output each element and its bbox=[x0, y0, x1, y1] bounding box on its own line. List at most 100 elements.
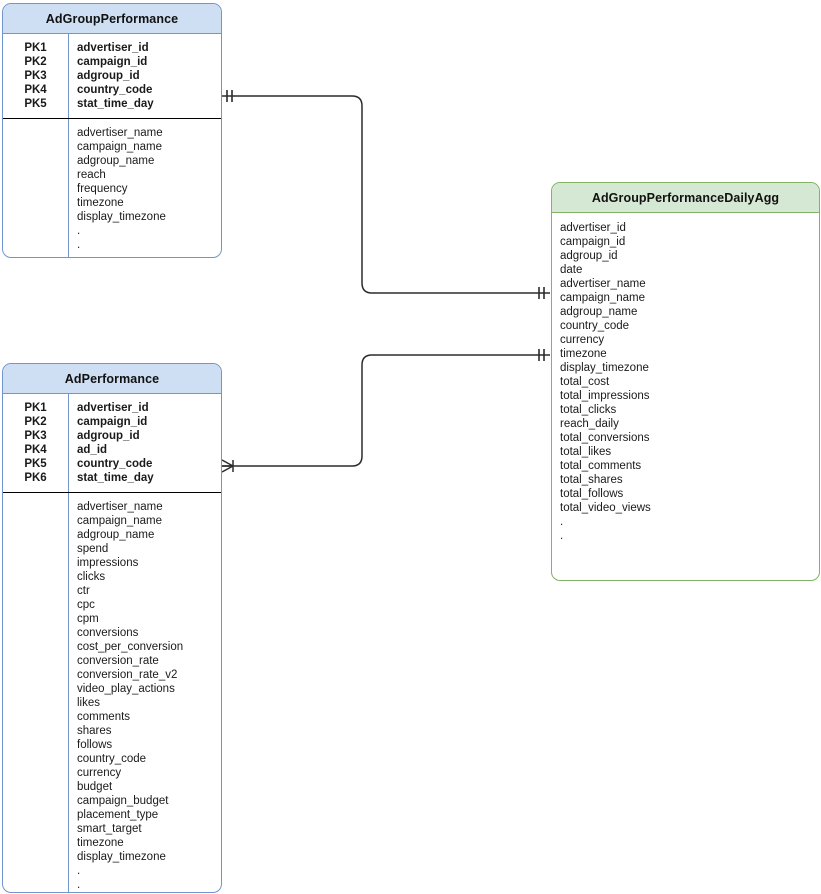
pk-field: country_code bbox=[77, 84, 153, 96]
attribute-field: conversion_rate bbox=[77, 655, 159, 667]
entity-adgroup-performance[interactable]: AdGroupPerformance PK1 PK2 PK3 PK4 PK5 a… bbox=[2, 3, 222, 258]
attribute-field: advertiser_id bbox=[560, 222, 626, 234]
pk-label: PK4 bbox=[24, 444, 47, 456]
attribute-field: clicks bbox=[77, 571, 106, 583]
attribute-field: adgroup_name bbox=[560, 306, 638, 318]
attribute-field: timezone bbox=[77, 197, 124, 209]
attribute-field: total_shares bbox=[560, 474, 623, 486]
pk-field: adgroup_id bbox=[77, 70, 140, 82]
attribute-field: advertiser_name bbox=[77, 501, 163, 513]
attribute-field: shares bbox=[77, 725, 112, 737]
attribute-field: campaign_id bbox=[560, 236, 626, 248]
attribute-field: budget bbox=[77, 781, 113, 793]
pk-field: stat_time_day bbox=[77, 98, 154, 110]
pk-field: adgroup_id bbox=[77, 430, 140, 442]
pk-field: advertiser_id bbox=[77, 402, 149, 414]
pk-label: PK2 bbox=[24, 56, 47, 68]
attribute-section-ad-performance: advertiser_name campaign_name adgroup_na… bbox=[3, 493, 221, 892]
pk-label: PK2 bbox=[24, 416, 47, 428]
relationship-adperformance-to-dailyagg[interactable] bbox=[221, 349, 550, 473]
attribute-field: adgroup_id bbox=[560, 250, 618, 262]
cardinality-one-and-only-one-right bbox=[538, 287, 545, 299]
attribute-ellipsis: . bbox=[77, 865, 81, 877]
attribute-field: smart_target bbox=[77, 823, 142, 835]
cardinality-one-or-many-left bbox=[221, 459, 234, 473]
pk-field: country_code bbox=[77, 458, 153, 470]
attribute-field: likes bbox=[77, 697, 101, 709]
attribute-field: campaign_name bbox=[77, 141, 163, 153]
attribute-field: adgroup_name bbox=[77, 529, 155, 541]
attribute-field: reach_daily bbox=[560, 418, 619, 430]
attribute-ellipsis: . bbox=[77, 879, 81, 891]
attribute-field: campaign_name bbox=[560, 292, 646, 304]
attribute-field: cost_per_conversion bbox=[77, 641, 184, 653]
attribute-field: conversions bbox=[77, 627, 139, 639]
attribute-field: display_timezone bbox=[560, 362, 649, 374]
primary-key-section-ad-performance: PK1 PK2 PK3 PK4 PK5 PK6 advertiser_id ca… bbox=[3, 394, 221, 493]
entity-ad-performance[interactable]: AdPerformance PK1 PK2 PK3 PK4 PK5 PK6 ad… bbox=[2, 363, 222, 893]
pk-field: campaign_id bbox=[77, 56, 148, 68]
pk-label: PK5 bbox=[24, 458, 47, 470]
relationship-adgroupperformance-to-dailyagg[interactable] bbox=[222, 90, 550, 299]
attribute-field: advertiser_name bbox=[560, 278, 646, 290]
attribute-key-spacer bbox=[3, 119, 69, 257]
entity-title-adgroup-performance-daily-agg: AdGroupPerformanceDailyAgg bbox=[552, 183, 819, 213]
attribute-section-adgroup-performance: advertiser_name campaign_name adgroup_na… bbox=[3, 119, 221, 257]
pk-field: ad_id bbox=[77, 444, 108, 456]
attribute-field: reach bbox=[77, 169, 106, 181]
entity-adgroup-performance-daily-agg[interactable]: AdGroupPerformanceDailyAgg advertiser_id… bbox=[551, 182, 820, 581]
attribute-field: follows bbox=[77, 739, 113, 751]
attribute-names-column: advertiser_name campaign_name adgroup_na… bbox=[69, 119, 221, 257]
attribute-field: cpc bbox=[77, 599, 95, 611]
pk-label: PK1 bbox=[24, 402, 47, 414]
attribute-ellipsis: . bbox=[77, 239, 81, 251]
attribute-field: ctr bbox=[77, 585, 90, 597]
pk-field: advertiser_id bbox=[77, 42, 149, 54]
pk-label: PK5 bbox=[24, 98, 47, 110]
pk-field: campaign_id bbox=[77, 416, 148, 428]
primary-key-names-column: advertiser_id campaign_id adgroup_id ad_… bbox=[69, 394, 221, 492]
attribute-field: advertiser_name bbox=[77, 127, 163, 139]
entity-title-ad-performance: AdPerformance bbox=[3, 364, 221, 394]
attribute-field: adgroup_name bbox=[77, 155, 155, 167]
attribute-field: date bbox=[560, 264, 583, 276]
attribute-field: frequency bbox=[77, 183, 128, 195]
attribute-field: country_code bbox=[560, 320, 630, 332]
pk-label: PK4 bbox=[24, 84, 47, 96]
attribute-field: total_clicks bbox=[560, 404, 617, 416]
pk-label: PK3 bbox=[24, 70, 47, 82]
attribute-field: timezone bbox=[560, 348, 607, 360]
attribute-ellipsis: . bbox=[77, 225, 81, 237]
attribute-field: currency bbox=[560, 334, 605, 346]
attribute-names-column: advertiser_name campaign_name adgroup_na… bbox=[69, 493, 221, 892]
cardinality-one-and-only-one-right-2 bbox=[538, 349, 545, 361]
attribute-field: cpm bbox=[77, 613, 99, 625]
attribute-field: total_comments bbox=[560, 460, 642, 472]
attribute-field: total_cost bbox=[560, 376, 610, 388]
primary-key-names-column: advertiser_id campaign_id adgroup_id cou… bbox=[69, 34, 221, 118]
attribute-field: display_timezone bbox=[77, 851, 166, 863]
pk-label: PK3 bbox=[24, 430, 47, 442]
attribute-field: conversion_rate_v2 bbox=[77, 669, 178, 681]
primary-key-labels-column: PK1 PK2 PK3 PK4 PK5 PK6 bbox=[3, 394, 69, 492]
cardinality-one-and-only-one-left bbox=[226, 90, 233, 102]
attribute-field: country_code bbox=[77, 753, 147, 765]
attribute-field: total_impressions bbox=[560, 390, 650, 402]
attribute-field: total_likes bbox=[560, 446, 612, 458]
attribute-field: spend bbox=[77, 543, 109, 555]
entity-title-adgroup-performance: AdGroupPerformance bbox=[3, 4, 221, 34]
attribute-field: total_video_views bbox=[560, 502, 651, 514]
attribute-field: video_play_actions bbox=[77, 683, 175, 695]
attribute-key-spacer bbox=[3, 493, 69, 892]
pk-label: PK6 bbox=[24, 472, 47, 484]
attribute-ellipsis: . bbox=[560, 516, 564, 528]
attribute-field: display_timezone bbox=[77, 211, 166, 223]
attribute-field: campaign_budget bbox=[77, 795, 169, 807]
attribute-field: currency bbox=[77, 767, 122, 779]
attribute-field: placement_type bbox=[77, 809, 159, 821]
attribute-field: total_conversions bbox=[560, 432, 650, 444]
pk-label: PK1 bbox=[24, 42, 47, 54]
attribute-field: timezone bbox=[77, 837, 124, 849]
attribute-field: campaign_name bbox=[77, 515, 163, 527]
